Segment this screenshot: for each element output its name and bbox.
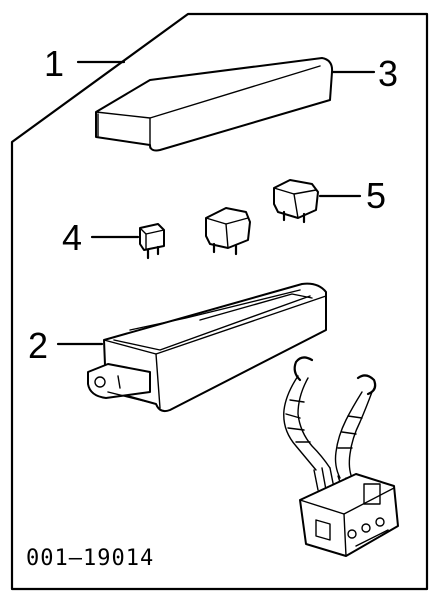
callout-3: 3 — [378, 53, 398, 94]
frame-border — [10, 12, 429, 591]
fuse-box-housing — [87, 282, 327, 413]
callout-2: 2 — [28, 325, 48, 366]
harness-connector — [299, 473, 399, 557]
diagram-part-number: 001–19014 — [26, 546, 154, 571]
callout-1: 1 — [44, 43, 64, 84]
relay-large — [273, 179, 319, 224]
mini-fuse — [139, 223, 165, 260]
callout-5: 5 — [366, 175, 386, 216]
callout-4: 4 — [62, 217, 82, 258]
wire-harness — [283, 356, 377, 491]
relay-small — [205, 207, 251, 256]
fuse-box-cover — [95, 57, 334, 152]
